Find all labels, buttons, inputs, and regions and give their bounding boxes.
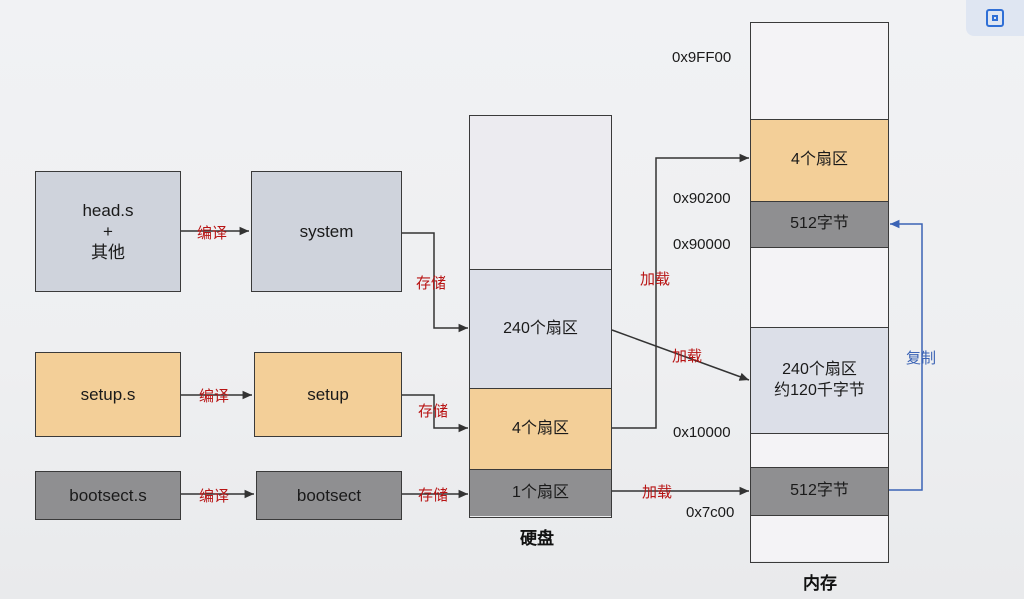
memory-240-label-1: 240个扇区 bbox=[782, 360, 857, 378]
load-label-4-sectors: 加载 bbox=[640, 271, 671, 288]
memory-512-top-label: 512字节 bbox=[790, 215, 849, 233]
load-label-1-sector: 加载 bbox=[642, 484, 673, 501]
bootsect-s-label: bootsect.s bbox=[69, 485, 147, 505]
disk-240-label: 240个扇区 bbox=[503, 319, 578, 337]
bootsect-s-box: bootsect.s bbox=[35, 471, 181, 520]
memory-240-label-2: 约120千字节 bbox=[774, 381, 865, 399]
address-90000: 0x90000 bbox=[673, 236, 731, 253]
system-box: system bbox=[251, 171, 402, 292]
disk-caption: 硬盘 bbox=[520, 529, 554, 548]
load-label-240-sectors: 加载 bbox=[672, 348, 703, 365]
disk-free-segment bbox=[470, 116, 611, 269]
setup-s-box: setup.s bbox=[35, 352, 181, 437]
setup-label: setup bbox=[307, 384, 349, 404]
address-9ff00: 0x9FF00 bbox=[672, 49, 732, 66]
address-10000: 0x10000 bbox=[673, 424, 731, 441]
bootsect-box: bootsect bbox=[256, 471, 402, 520]
memory-512-bottom: 512字节 bbox=[751, 467, 888, 515]
arrow-store-system bbox=[402, 232, 468, 333]
memory-bottom-segment bbox=[751, 515, 888, 561]
arrow-copy bbox=[889, 219, 923, 491]
setup-s-label: setup.s bbox=[80, 384, 136, 404]
disk-column: 240个扇区 4个扇区 1个扇区 bbox=[469, 115, 612, 518]
head-s-box: head.s + 其他 bbox=[35, 171, 181, 292]
disk-4-label: 4个扇区 bbox=[512, 419, 569, 437]
address-7c00: 0x7c00 bbox=[686, 504, 735, 521]
disk-1-sector: 1个扇区 bbox=[470, 469, 611, 516]
memory-column: 4个扇区 512字节 240个扇区 约120千字节 512字节 bbox=[750, 22, 889, 563]
compile-label-setup: 编译 bbox=[199, 388, 230, 405]
plus-label: + bbox=[103, 221, 113, 241]
memory-512-bottom-label: 512字节 bbox=[790, 482, 849, 500]
arrow-load-4-sectors bbox=[612, 153, 749, 429]
store-label-system: 存储 bbox=[416, 275, 447, 292]
memory-gap-segment bbox=[751, 247, 888, 327]
arrow-load-240-sectors bbox=[611, 329, 750, 381]
store-label-setup: 存储 bbox=[418, 403, 449, 420]
compile-label-bootsect: 编译 bbox=[199, 488, 230, 505]
address-90200: 0x90200 bbox=[673, 190, 731, 207]
disk-240-sectors: 240个扇区 bbox=[470, 269, 611, 388]
compile-label-head: 编译 bbox=[197, 225, 228, 242]
memory-4-label: 4个扇区 bbox=[791, 151, 848, 169]
disk-4-sectors: 4个扇区 bbox=[470, 388, 611, 469]
bootsect-label: bootsect bbox=[296, 485, 362, 505]
store-label-bootsect: 存储 bbox=[418, 487, 449, 504]
copy-label: 复制 bbox=[906, 350, 937, 367]
memory-4-sectors: 4个扇区 bbox=[751, 119, 888, 201]
disk-1-label: 1个扇区 bbox=[512, 483, 569, 501]
memory-gap-segment-2 bbox=[751, 433, 888, 467]
other-label: 其他 bbox=[91, 243, 125, 263]
restore-window-icon bbox=[986, 9, 1004, 27]
memory-240-sectors: 240个扇区 约120千字节 bbox=[751, 327, 888, 433]
memory-top-segment bbox=[751, 23, 888, 119]
restore-window-button[interactable] bbox=[966, 0, 1024, 36]
arrow-store-setup bbox=[402, 394, 468, 433]
head-s-label: head.s bbox=[82, 200, 134, 220]
memory-caption: 内存 bbox=[803, 574, 837, 593]
setup-box: setup bbox=[254, 352, 402, 437]
system-label: system bbox=[299, 221, 354, 241]
memory-512-top: 512字节 bbox=[751, 201, 888, 247]
